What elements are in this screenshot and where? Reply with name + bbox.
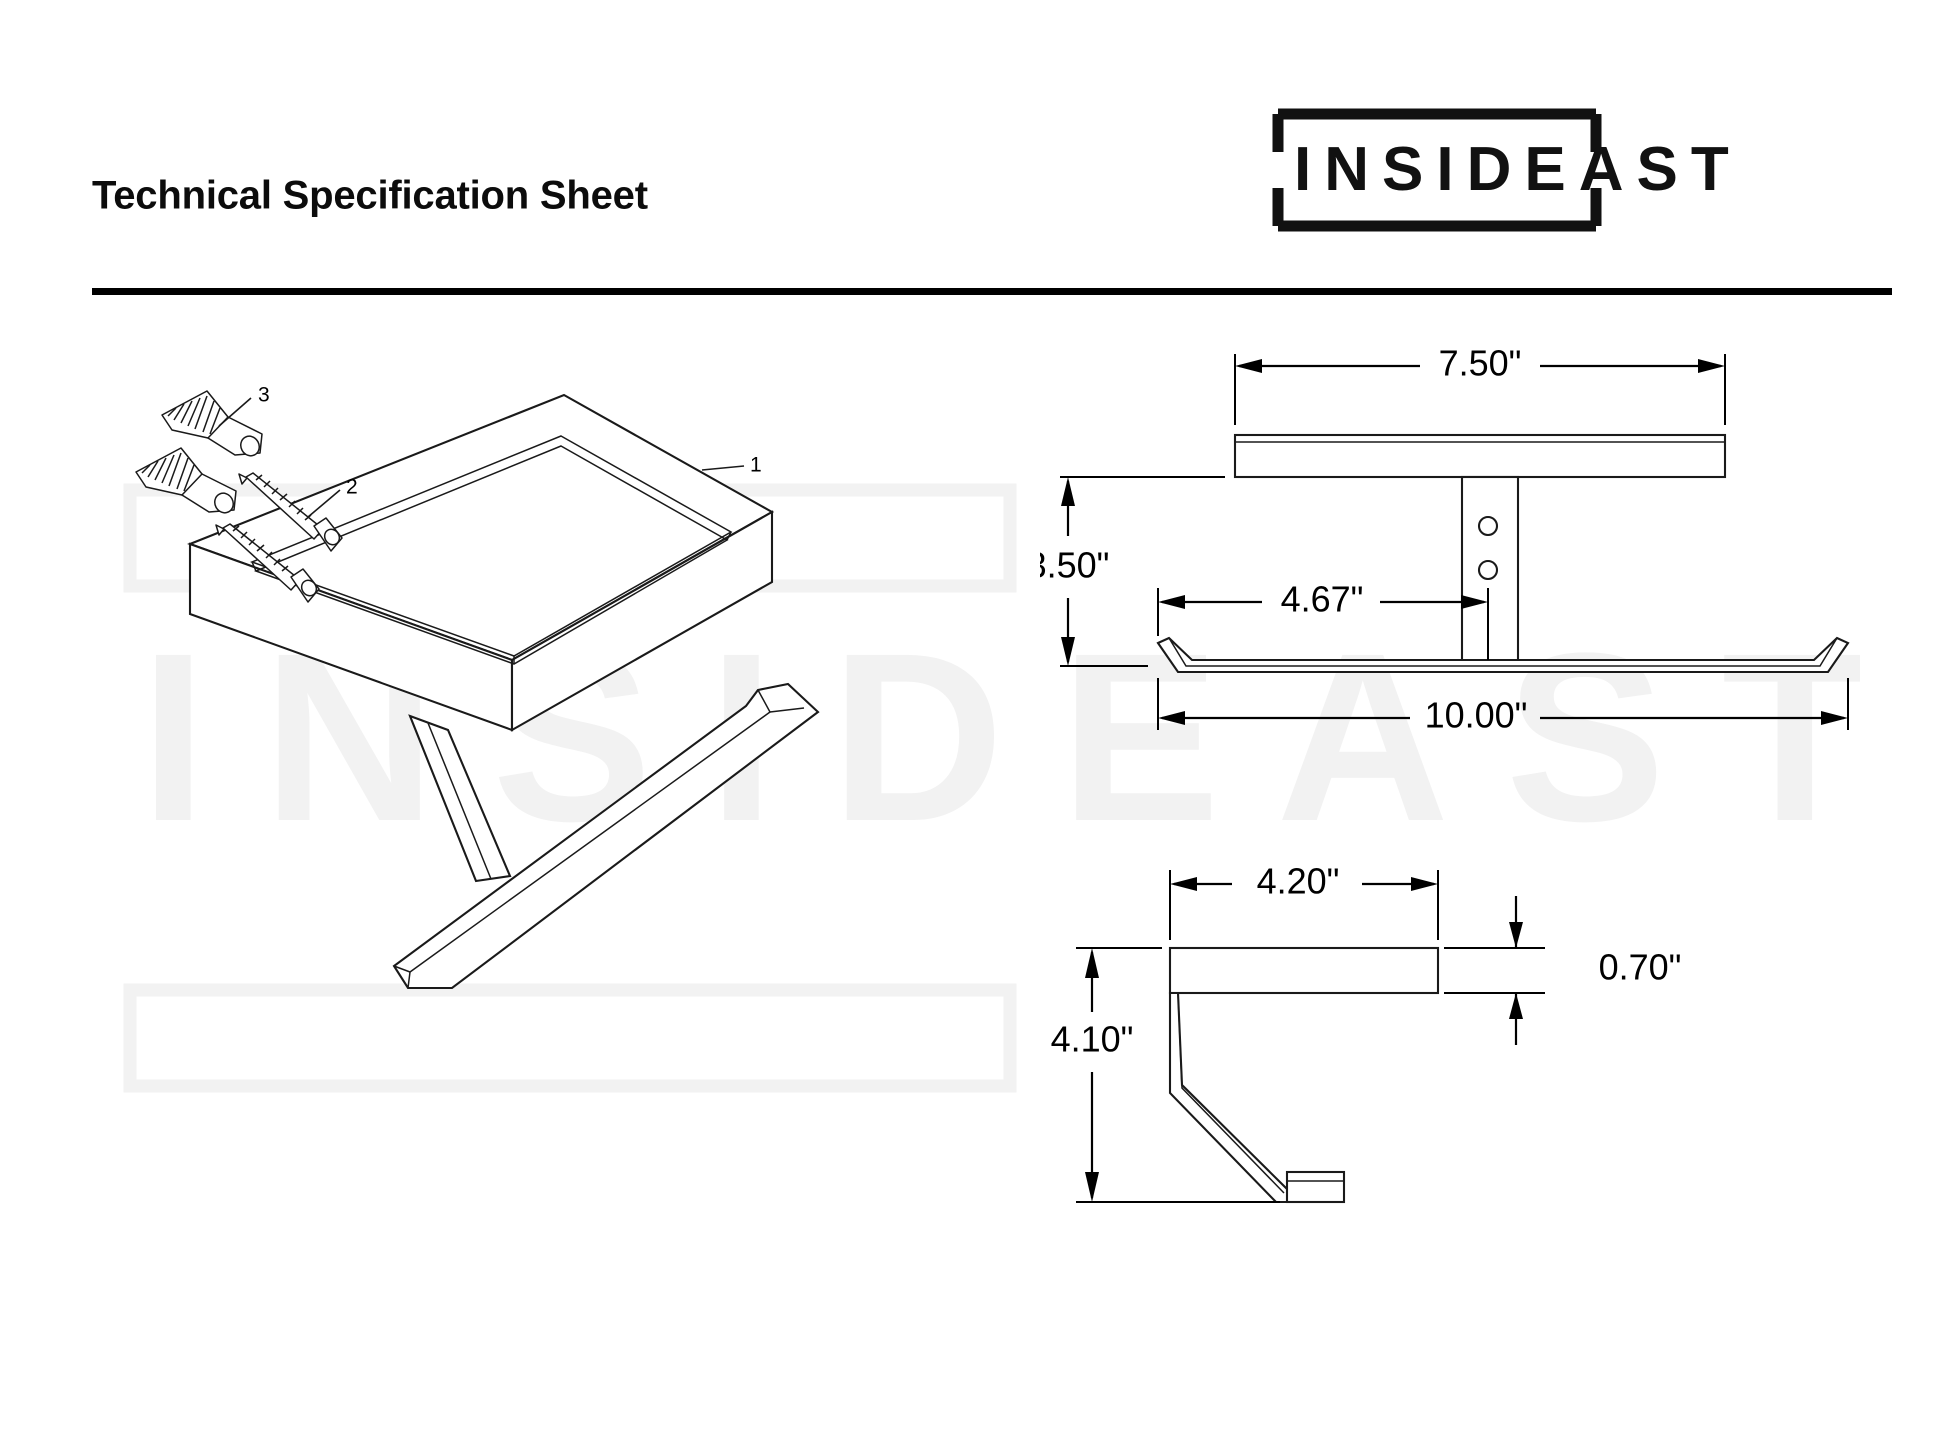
side-elevation-view: 4.20" 0.70" 4.10" <box>1051 861 1681 1204</box>
wall-mount-plate <box>187 393 775 732</box>
dimension-3-50: 3.50" <box>1040 476 1225 667</box>
dimension-10-00: 10.00" <box>1157 678 1849 736</box>
dimension-7-50-label: 7.50" <box>1439 343 1522 384</box>
brand-logo: INSIDEAST <box>1272 100 1892 240</box>
dimension-0-70: 0.70" <box>1444 896 1681 1045</box>
dimension-10-00-label: 10.00" <box>1425 695 1528 736</box>
isometric-assembly-view: 1 <box>135 384 820 990</box>
callout-3-label: 3 <box>258 384 270 407</box>
dimension-4-10: 4.10" <box>1051 947 1280 1203</box>
front-top-plate <box>1233 433 1727 479</box>
logo-wordmark: INSIDEAST <box>1294 135 1742 204</box>
callout-2: 2 <box>307 476 358 518</box>
front-roll-bar <box>1156 636 1850 674</box>
side-end-foot <box>1285 1170 1346 1204</box>
mounting-screw-upper <box>238 472 343 552</box>
mounting-screw-lower <box>215 523 320 603</box>
front-elevation-view: 7.50" 3.50" 4.67" <box>1040 343 1850 736</box>
paper-roll-bar <box>392 682 820 990</box>
dimension-3-50-label: 3.50" <box>1040 545 1109 586</box>
page-title: Technical Specification Sheet <box>92 173 648 218</box>
support-post <box>408 714 512 883</box>
header-divider <box>92 288 1892 295</box>
dimension-4-67: 4.67" <box>1157 579 1489 660</box>
callout-1: 1 <box>701 454 762 477</box>
sheet-header: Technical Specification Sheet INSIDEAST <box>0 0 1946 300</box>
dimension-7-50: 7.50" <box>1234 343 1726 425</box>
callout-1-label: 1 <box>750 454 762 477</box>
callout-3: 3 <box>218 384 270 427</box>
dimension-4-20: 4.20" <box>1169 861 1439 940</box>
front-support-post <box>1460 475 1520 665</box>
callout-2-label: 2 <box>346 476 358 499</box>
dimension-4-20-label: 4.20" <box>1257 861 1340 902</box>
wall-anchor-upper <box>161 390 263 457</box>
dimension-0-70-label: 0.70" <box>1599 947 1682 988</box>
wall-anchor-lower <box>135 447 237 514</box>
dimension-4-10-label: 4.10" <box>1051 1019 1134 1060</box>
side-support-arm <box>1168 991 1290 1204</box>
dimension-4-67-label: 4.67" <box>1281 579 1364 620</box>
side-top-plate <box>1168 946 1440 995</box>
